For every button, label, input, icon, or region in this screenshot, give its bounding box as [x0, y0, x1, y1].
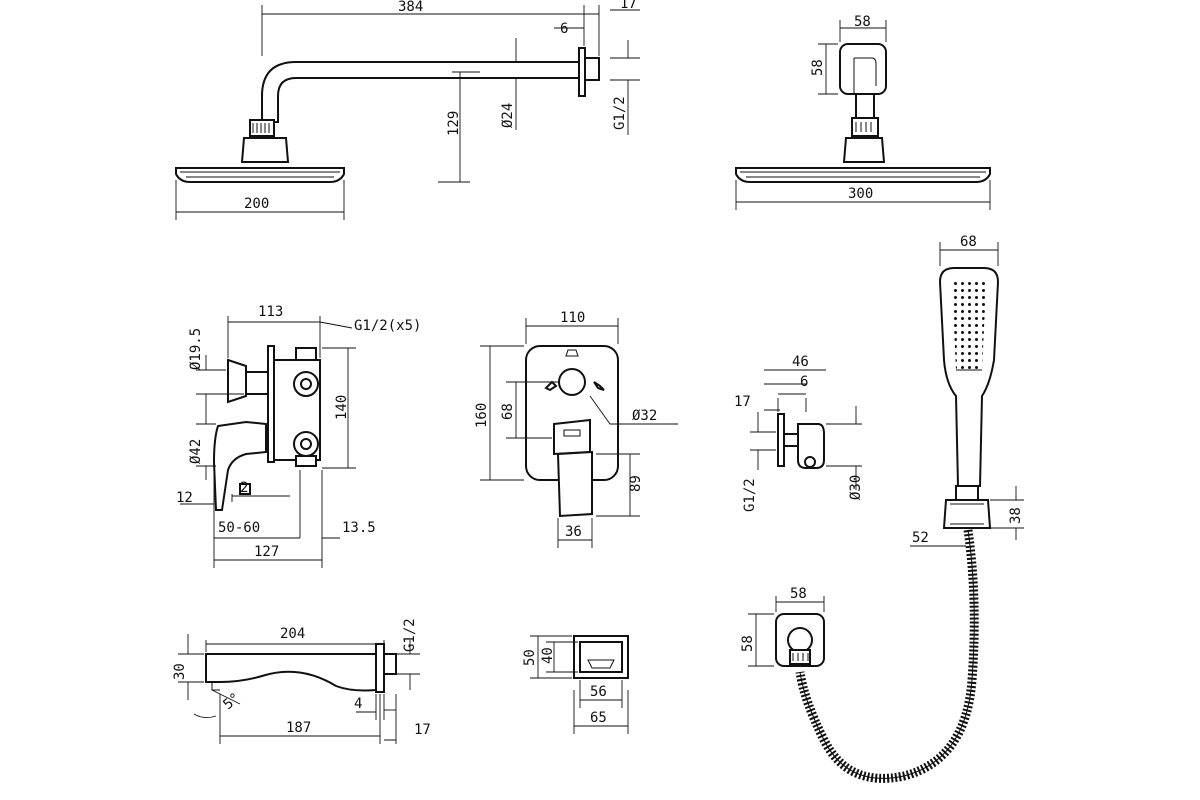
dim-mixer-total: 127: [254, 544, 279, 560]
dim-arm-diameter: Ø24: [500, 103, 516, 128]
hand-shower-part: [938, 267, 1000, 529]
dim-mixer-inlet: Ø19.5: [188, 328, 204, 370]
dim-end-inner-w: 56: [590, 684, 607, 700]
dim-front-lever-drop: 89: [628, 475, 644, 492]
spout-end-view: 50 40 56 65: [522, 635, 629, 734]
dim-spout-thread: G1/2: [402, 618, 418, 652]
dim-front-knob-offset: 68: [500, 403, 516, 420]
dim-spout-height: 30: [172, 663, 188, 680]
dim-holder-width: 52: [912, 530, 929, 546]
dim-front-height: 160: [474, 403, 490, 428]
dim-mixer-gap: 2: [240, 480, 248, 496]
dim-mixer-depth: 50-60: [218, 520, 260, 536]
dim-front-lever-width: 36: [565, 524, 582, 540]
dim-front-width: 110: [560, 310, 585, 326]
shower-arm-part: [175, 47, 600, 183]
dim-outlet-dia: Ø30: [848, 475, 864, 500]
dim-outlet-offset: 6: [800, 374, 808, 390]
dim-mixer-width: 113: [258, 304, 283, 320]
ceiling-head-view: 58 58 300: [735, 14, 991, 210]
dim-spout-gap: 4: [354, 696, 362, 712]
dim-mixer-thread: G1/2(x5): [354, 318, 421, 334]
hose-part: [795, 529, 979, 783]
dim-front-knob: Ø32: [632, 408, 657, 424]
dim-arm-depth: 17: [620, 0, 637, 12]
dim-mixer-plate: 13.5: [342, 520, 376, 536]
dim-ceiling-flange-h: 58: [810, 59, 826, 76]
shower-arm-view: 384 6 17 129 Ø24 G1/2 200: [175, 0, 640, 220]
dim-spout-reach: 187: [286, 720, 311, 736]
mixer-side-part: [212, 345, 321, 511]
dim-end-inner: 40: [540, 647, 556, 664]
dim-spout-length: 204: [280, 626, 305, 642]
ceiling-head-part: [735, 43, 991, 183]
dim-hose-outlet-h: 58: [740, 635, 756, 652]
dim-arm-drop: 129: [446, 111, 462, 136]
dim-arm-length: 384: [398, 0, 423, 15]
dim-holder-height: 38: [1008, 507, 1024, 524]
dim-hand-width: 68: [960, 234, 977, 250]
dim-outlet-plate: 17: [734, 394, 751, 410]
dim-outlet-thread: G1/2: [742, 478, 758, 512]
dim-hose-outlet-w: 58: [790, 586, 807, 602]
spout-end-part: [573, 635, 629, 679]
dim-mixer-height: 140: [334, 395, 350, 420]
dim-mixer-knob: Ø42: [188, 439, 204, 464]
dim-ceiling-flange-w: 58: [854, 14, 871, 30]
dim-ceiling-head-width: 300: [848, 186, 873, 202]
dim-outlet-reach: 46: [792, 354, 809, 370]
hose-outlet-part: [775, 613, 825, 667]
spout-view: 204 30 G1/2 5° 4 187 17: [172, 618, 431, 744]
mixer-side-view: 113 G1/2(x5) 140 Ø19.5 Ø42 2 12 50-60 13…: [176, 304, 421, 568]
dim-mixer-lever: 12: [176, 490, 193, 506]
dim-spout-angle: 5°: [220, 690, 243, 713]
dim-end-outer-w: 65: [590, 710, 607, 726]
mixer-front-view: 110 160 68 Ø32 89 36: [474, 310, 678, 548]
dim-arm-flange: 6: [560, 21, 568, 37]
hand-shower-view: 68 38 52: [795, 234, 1024, 783]
wall-outlet-view: 46 6 17 G1/2 Ø30: [734, 354, 864, 512]
dim-arm-thread: G1/2: [612, 96, 628, 130]
dim-head-width: 200: [244, 196, 269, 212]
wall-outlet-part: [777, 413, 825, 469]
mixer-front-part: [525, 345, 619, 518]
dim-spout-depth: 17: [414, 722, 431, 738]
hose-outlet-view: 58 58: [740, 586, 825, 667]
spout-part: [205, 643, 397, 693]
dim-end-height: 50: [522, 649, 538, 666]
